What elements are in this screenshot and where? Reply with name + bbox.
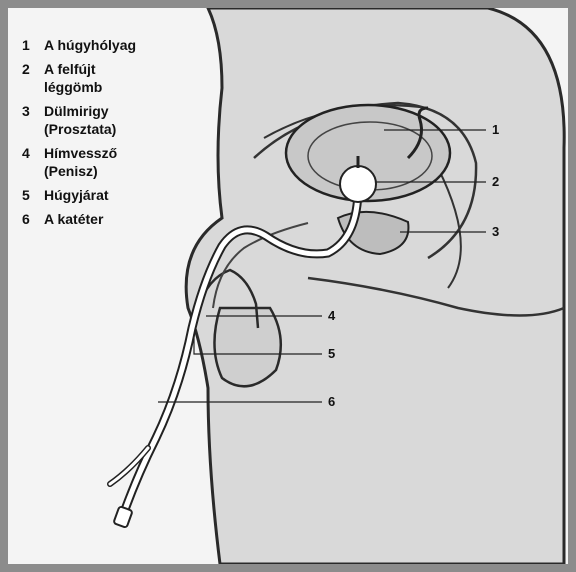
callout-5: 5 [328,346,335,361]
legend-number: 1 [22,36,44,54]
legend-label: Dülmirigy(Prosztata) [44,102,192,138]
legend-label: A húgyhólyag [44,36,192,54]
legend-label: Hímvessző(Penisz) [44,144,192,180]
balloon-shape [340,166,376,202]
legend-label-line: (Penisz) [44,162,192,180]
legend-item: 2A felfújtléggömb [22,60,192,96]
legend-item: 3Dülmirigy(Prosztata) [22,102,192,138]
legend-label-line: Húgyjárat [44,186,192,204]
legend-item: 5Húgyjárat [22,186,192,204]
legend: 1A húgyhólyag2A felfújtléggömb3Dülmirigy… [22,36,192,234]
callout-3: 3 [492,224,499,239]
scrotum-outline [214,308,280,386]
legend-item: 4Hímvessző(Penisz) [22,144,192,180]
legend-item: 6A katéter [22,210,192,228]
callout-1: 1 [492,122,499,137]
callout-6: 6 [328,394,335,409]
legend-number: 6 [22,210,44,228]
legend-number: 4 [22,144,44,180]
legend-label-line: A felfújt [44,60,192,78]
legend-label-line: Hímvessző [44,144,192,162]
callout-4: 4 [328,308,335,323]
catheter-connector [113,506,132,528]
legend-number: 3 [22,102,44,138]
legend-label: A katéter [44,210,192,228]
legend-item: 1A húgyhólyag [22,36,192,54]
legend-label: Húgyjárat [44,186,192,204]
legend-label-line: léggömb [44,78,192,96]
legend-label: A felfújtléggömb [44,60,192,96]
legend-number: 2 [22,60,44,96]
legend-label-line: A katéter [44,210,192,228]
callout-2: 2 [492,174,499,189]
legend-number: 5 [22,186,44,204]
legend-label-line: (Prosztata) [44,120,192,138]
legend-label-line: A húgyhólyag [44,36,192,54]
legend-label-line: Dülmirigy [44,102,192,120]
body-silhouette [186,8,564,564]
